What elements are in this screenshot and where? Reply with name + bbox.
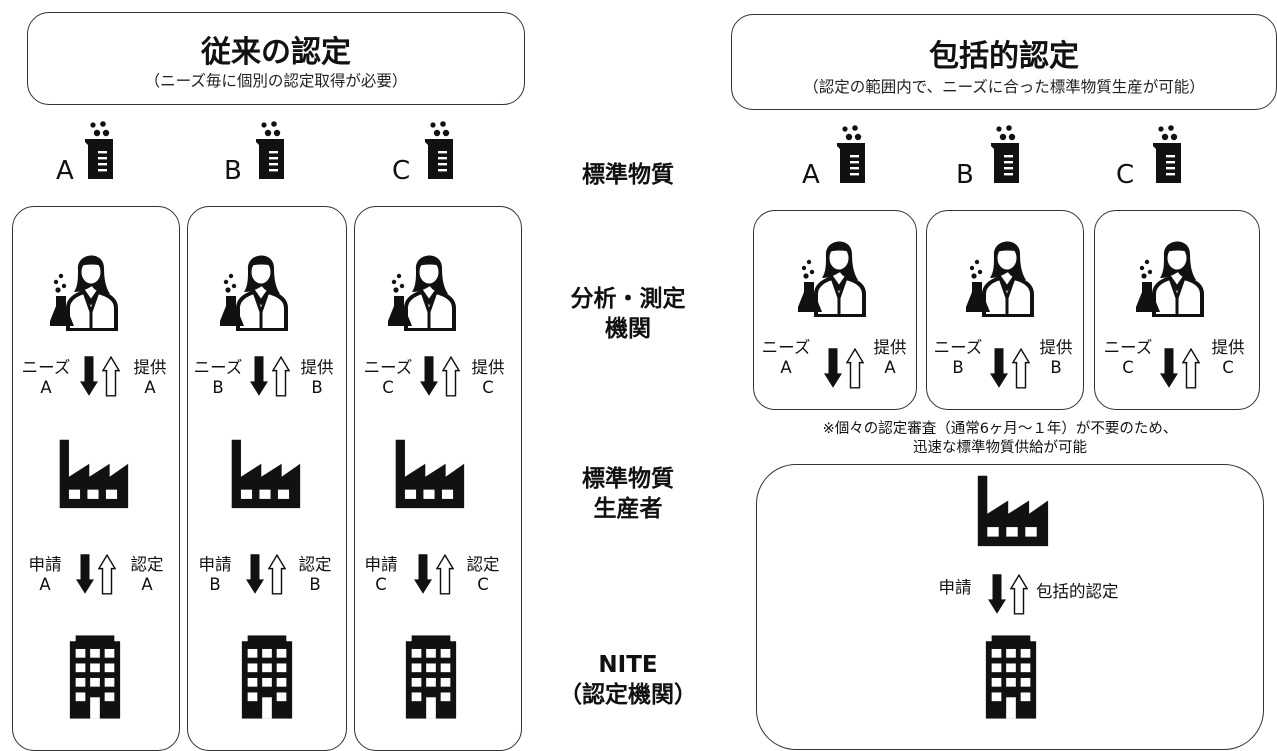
right-header-box: 包括的認定 （認定の範囲内で、ニーズに合った標準物質生産が可能）: [731, 14, 1277, 110]
left-letter-a: A: [56, 156, 74, 186]
scientist-icon: [966, 239, 1034, 317]
outline-up-arrow-icon: [1182, 348, 1200, 389]
beaker-icon: [85, 121, 113, 179]
left-letter-b: B: [224, 156, 242, 186]
filled-down-arrow-icon: [1160, 348, 1178, 388]
filled-down-arrow-icon: [76, 554, 94, 594]
scientist-icon: [388, 253, 456, 331]
left-header-title: 従来の認定: [201, 35, 351, 70]
scientist-icon: [798, 239, 866, 317]
right-header-subtitle: （認定の範囲内で、ニーズに合った標準物質生産が可能）: [803, 78, 1205, 96]
outline-up-arrow-icon: [268, 554, 286, 595]
outline-up-arrow-icon: [436, 554, 454, 595]
outline-up-arrow-icon: [442, 356, 460, 397]
beaker-icon: [991, 125, 1019, 183]
right-letter-a: A: [802, 160, 820, 190]
filled-down-arrow-icon: [246, 554, 264, 594]
outline-up-arrow-icon: [846, 348, 864, 389]
left-header-box: 従来の認定 （ニーズ毎に個別の認定取得が必要）: [27, 12, 525, 105]
building-icon: [69, 635, 121, 719]
factory-icon: [395, 439, 465, 509]
apply-label: 申請: [938, 578, 972, 597]
beaker-icon: [837, 125, 865, 183]
outline-up-arrow-icon: [98, 554, 116, 595]
row-label-nite: NITE（認定機関）: [559, 652, 697, 708]
building-icon: [985, 635, 1037, 719]
factory-icon: [231, 439, 301, 509]
scientist-icon: [1136, 239, 1204, 317]
comprehensive-certification-label: 包括的認定: [1036, 582, 1119, 601]
beaker-icon: [1153, 125, 1181, 183]
factory-icon: [59, 439, 129, 509]
row-label-standard-material: 標準物質: [582, 162, 674, 188]
scientist-icon: [50, 253, 118, 331]
filled-down-arrow-icon: [250, 356, 268, 396]
filled-down-arrow-icon: [988, 574, 1006, 614]
right-letter-c: C: [1116, 160, 1135, 190]
scientist-icon: [220, 253, 288, 331]
building-icon: [241, 635, 293, 719]
right-note: ※個々の認定審査（通常6ヶ月～１年）が不要のため、迅速な標準物質供給が可能: [822, 421, 1178, 456]
beaker-icon: [256, 121, 284, 179]
left-letter-c: C: [392, 156, 411, 186]
building-icon: [405, 635, 457, 719]
row-label-analysis: 分析・測定機関: [570, 286, 686, 342]
filled-down-arrow-icon: [420, 356, 438, 396]
row-label-producer: 標準物質生産者: [582, 466, 674, 522]
left-header-subtitle: （ニーズ毎に個別の認定取得が必要）: [144, 72, 408, 90]
filled-down-arrow-icon: [414, 554, 432, 594]
right-letter-b: B: [956, 160, 974, 190]
outline-up-arrow-icon: [272, 356, 290, 397]
outline-up-arrow-icon: [1012, 348, 1030, 389]
beaker-icon: [425, 121, 453, 179]
outline-up-arrow-icon: [102, 356, 120, 397]
outline-up-arrow-icon: [1010, 574, 1028, 615]
filled-down-arrow-icon: [990, 348, 1008, 388]
filled-down-arrow-icon: [824, 348, 842, 388]
factory-icon: [977, 475, 1049, 547]
right-header-title: 包括的認定: [929, 39, 1079, 74]
filled-down-arrow-icon: [80, 356, 98, 396]
